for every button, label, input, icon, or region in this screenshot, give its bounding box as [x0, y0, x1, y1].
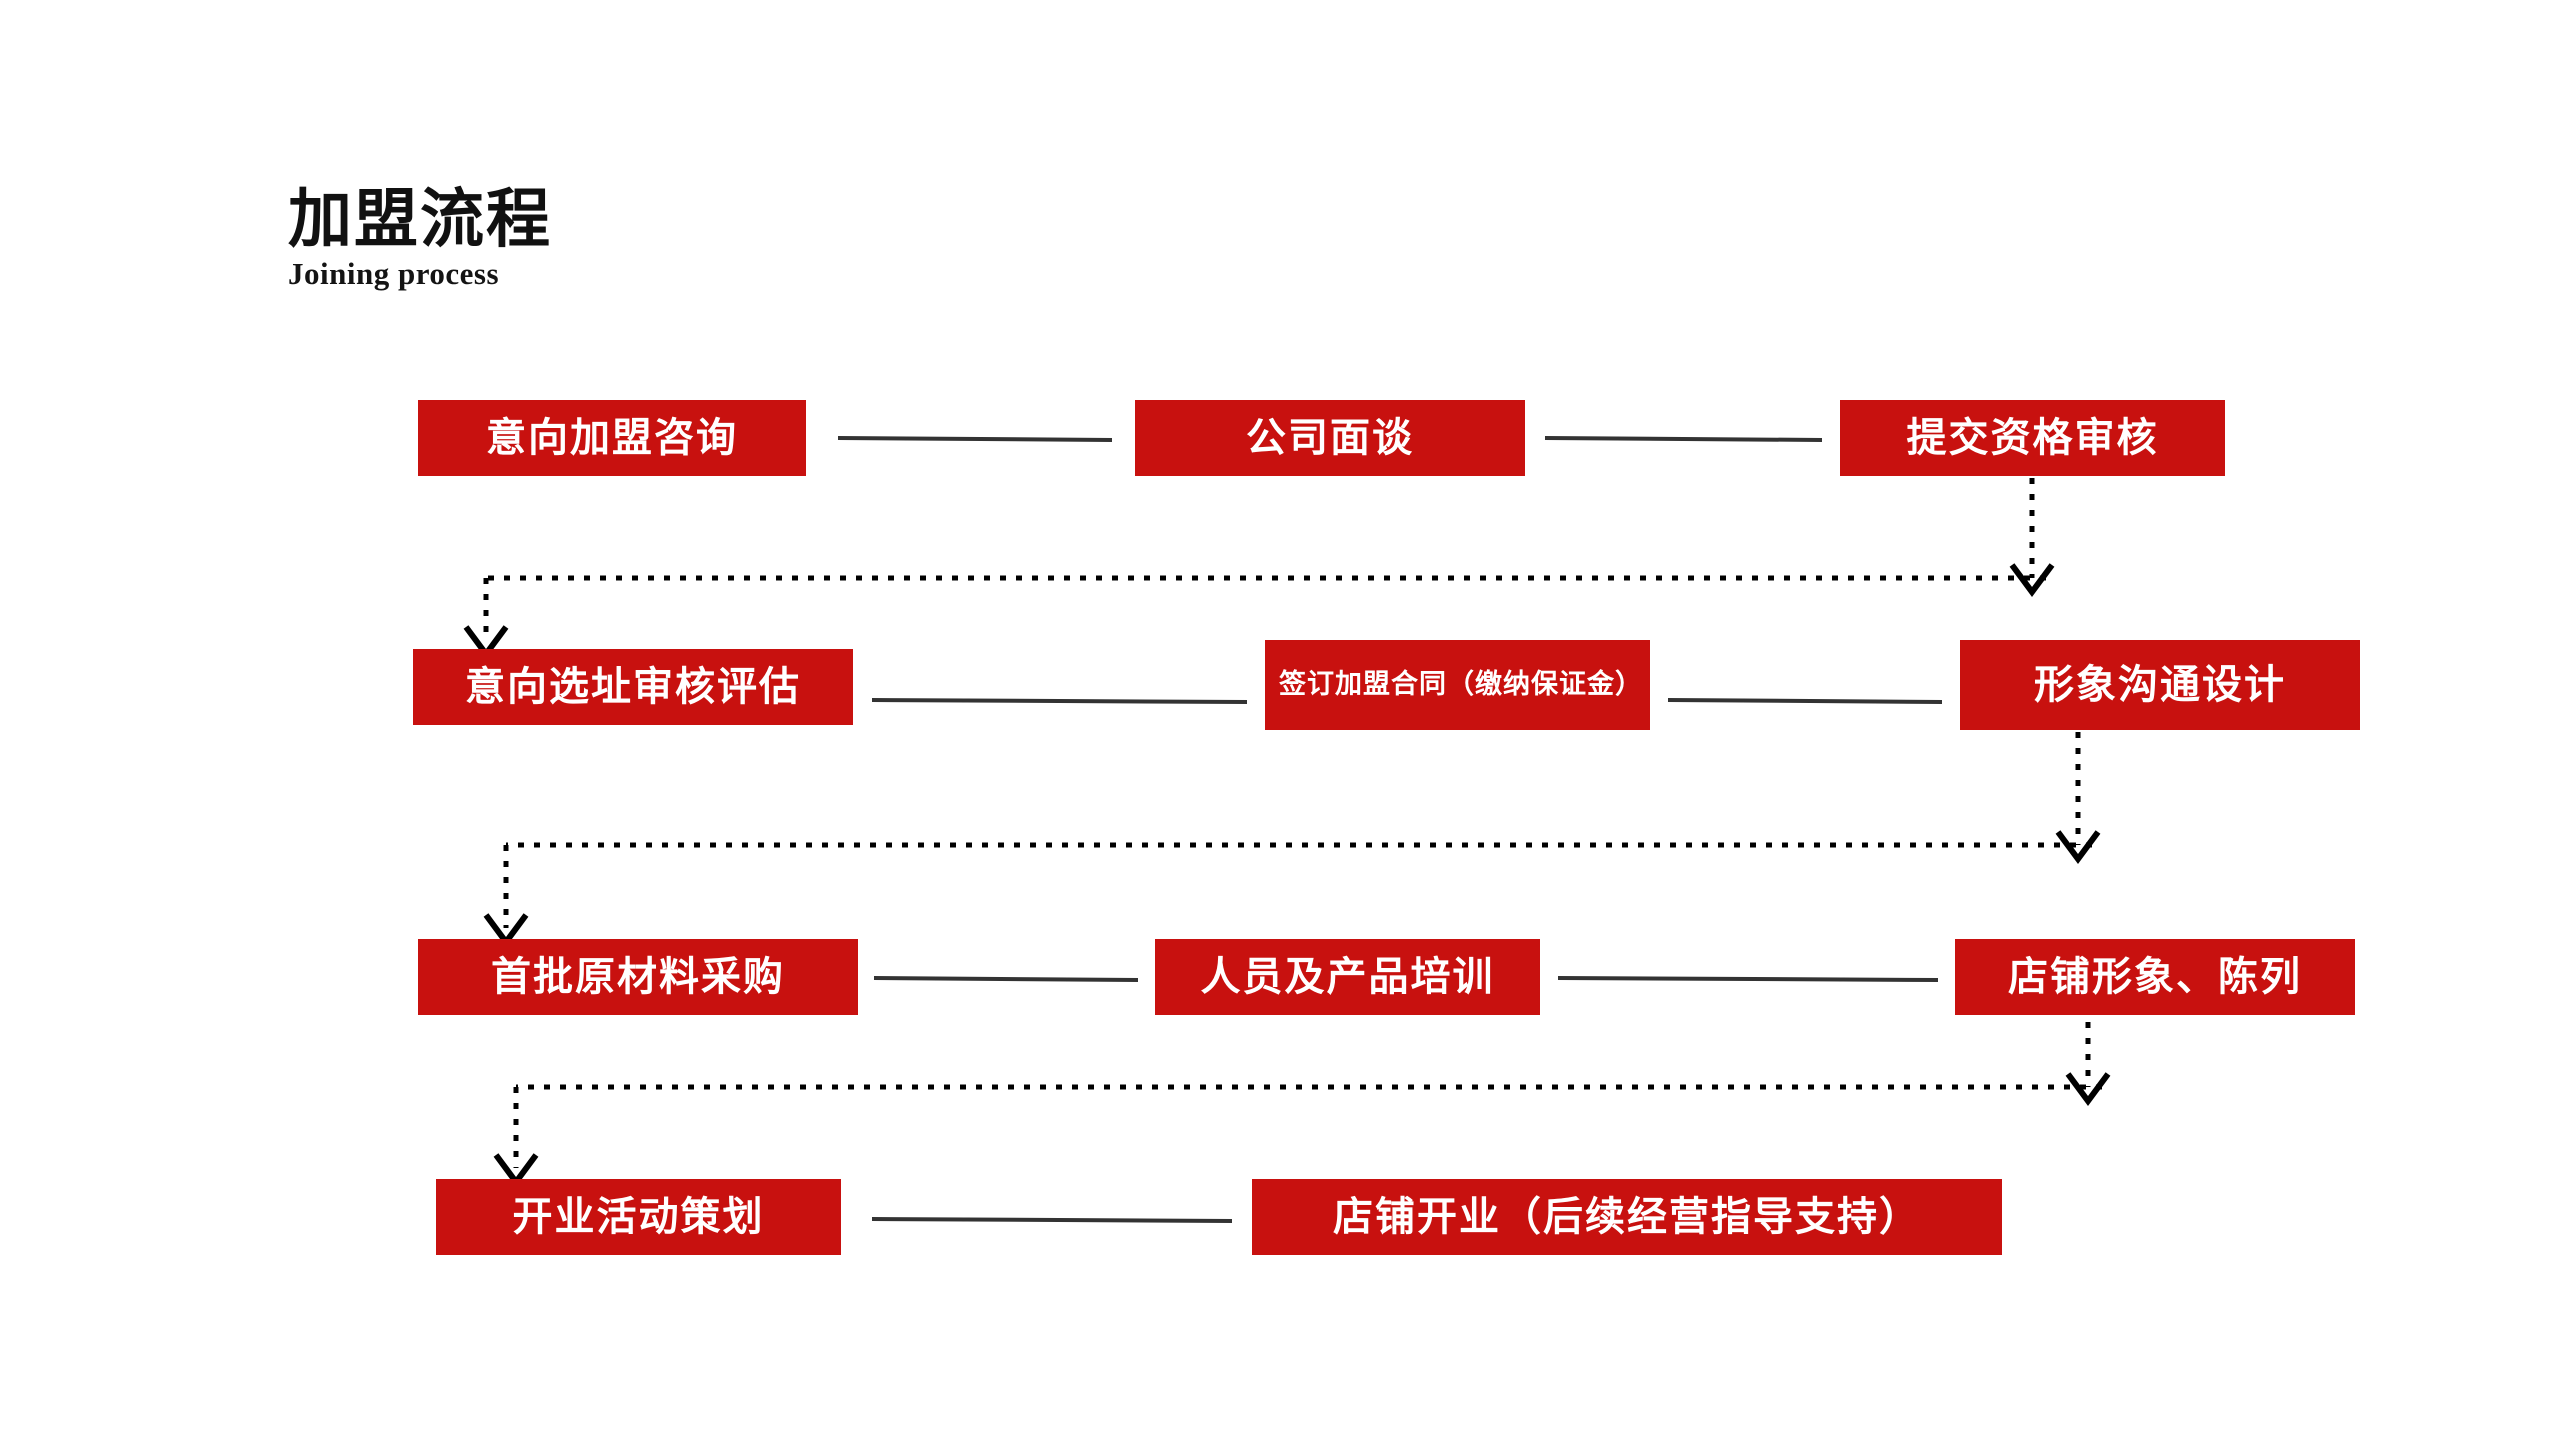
connector-dotted-n9-n10 — [493, 1022, 2111, 1188]
connector-solid-n8-n9 — [1557, 976, 1939, 982]
process-node-1[interactable]: 意向加盟咨询 — [418, 400, 806, 476]
connector-solid-n7-n8 — [873, 976, 1139, 982]
process-node-11[interactable]: 店铺开业（后续经营指导支持） — [1252, 1179, 2002, 1255]
connector-solid-n1-n2 — [837, 436, 1113, 442]
process-node-9[interactable]: 店铺形象、陈列 — [1955, 939, 2355, 1015]
process-node-4[interactable]: 意向选址审核评估 — [413, 649, 853, 725]
process-node-8[interactable]: 人员及产品培训 — [1155, 939, 1540, 1015]
connector-solid-n2-n3 — [1544, 436, 1823, 442]
connector-dotted-n3-n4 — [463, 478, 2055, 660]
process-node-6[interactable]: 形象沟通设计 — [1960, 640, 2360, 730]
title-english: Joining process — [288, 256, 500, 291]
process-node-5[interactable]: 签订加盟合同（缴纳保证金） — [1265, 640, 1650, 730]
connector-solid-n5-n6 — [1667, 698, 1943, 704]
connector-solid-n10-n11 — [871, 1217, 1233, 1223]
process-node-10[interactable]: 开业活动策划 — [436, 1179, 841, 1255]
process-node-2[interactable]: 公司面谈 — [1135, 400, 1525, 476]
connector-solid-n4-n5 — [871, 698, 1248, 704]
connector-dotted-n6-n7 — [483, 732, 2101, 948]
page-title: 加盟流程 Joining process — [288, 184, 552, 291]
title-chinese: 加盟流程 — [288, 184, 552, 255]
process-node-7[interactable]: 首批原材料采购 — [418, 939, 858, 1015]
process-node-3[interactable]: 提交资格审核 — [1840, 400, 2225, 476]
